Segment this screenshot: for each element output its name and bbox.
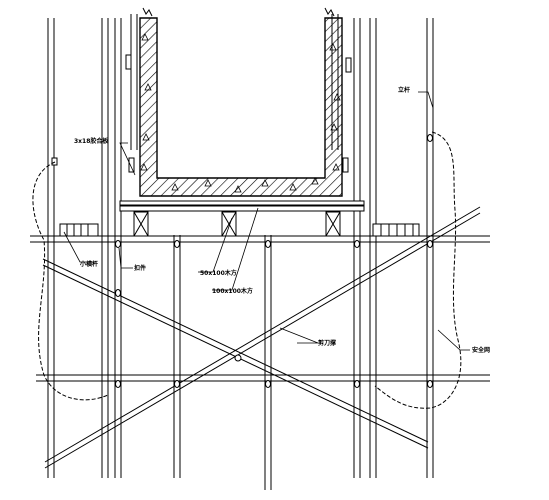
label-main-joist: 100x100木方	[212, 287, 253, 295]
brace-line	[44, 206, 481, 463]
fastener-circle	[115, 289, 121, 297]
fastener-circle	[174, 380, 180, 388]
fastener-circle	[354, 240, 360, 248]
joist-block	[221, 211, 237, 237]
fastener-circle	[265, 380, 271, 388]
fastener-circle	[115, 240, 121, 248]
soffit-support	[119, 200, 365, 212]
net-curve-right	[374, 131, 462, 409]
scaffold-board	[59, 223, 99, 237]
form-block	[125, 54, 132, 70]
form-block	[342, 157, 349, 173]
leader-lines	[63, 91, 470, 351]
aggregate-marks	[140, 33, 341, 193]
label-formwork: 3x18胶合板	[74, 137, 109, 145]
joist-block	[133, 211, 149, 237]
horizontal-ledgers	[30, 235, 490, 382]
label-small-crossbar: 小横杆	[79, 260, 98, 268]
fastener-circle	[234, 354, 242, 362]
form-block	[345, 57, 352, 73]
concrete-u-section	[139, 17, 343, 197]
label-pole: 立杆	[398, 86, 410, 94]
side-formwork	[51, 54, 352, 173]
net-curve-left	[32, 161, 109, 401]
soffit-plank	[119, 200, 365, 206]
safety-net	[32, 131, 462, 409]
brace-line	[44, 212, 481, 469]
fastener-circle	[115, 380, 121, 388]
label-joist: 50x100木方	[200, 269, 237, 277]
fasteners	[115, 134, 433, 388]
label-fastener: 扣件	[134, 264, 146, 272]
fastener-circle	[354, 380, 360, 388]
concrete-body	[139, 17, 343, 197]
fastener-circle	[427, 380, 433, 388]
form-block	[51, 157, 58, 166]
soffit-plank	[119, 205, 365, 212]
fastener-circle	[265, 240, 271, 248]
scissor-braces	[42, 206, 481, 469]
annotations: 3x18胶合板 立杆 小横杆 扣件 50x100木方 100x100木方 剪刀撑…	[74, 86, 490, 354]
fastener-circle	[427, 240, 433, 248]
cut-marks	[142, 7, 335, 17]
scaffold-board	[372, 223, 420, 237]
fastener-circle	[427, 134, 433, 142]
joist-block	[325, 211, 341, 237]
joist-blocks	[133, 211, 341, 237]
form-block	[128, 157, 135, 173]
fastener-circle	[174, 240, 180, 248]
label-brace: 剪刀撑	[318, 339, 336, 347]
scaffold-boards	[59, 223, 420, 237]
vertical-poles	[47, 14, 434, 490]
label-safety-net: 安全网	[472, 346, 490, 354]
